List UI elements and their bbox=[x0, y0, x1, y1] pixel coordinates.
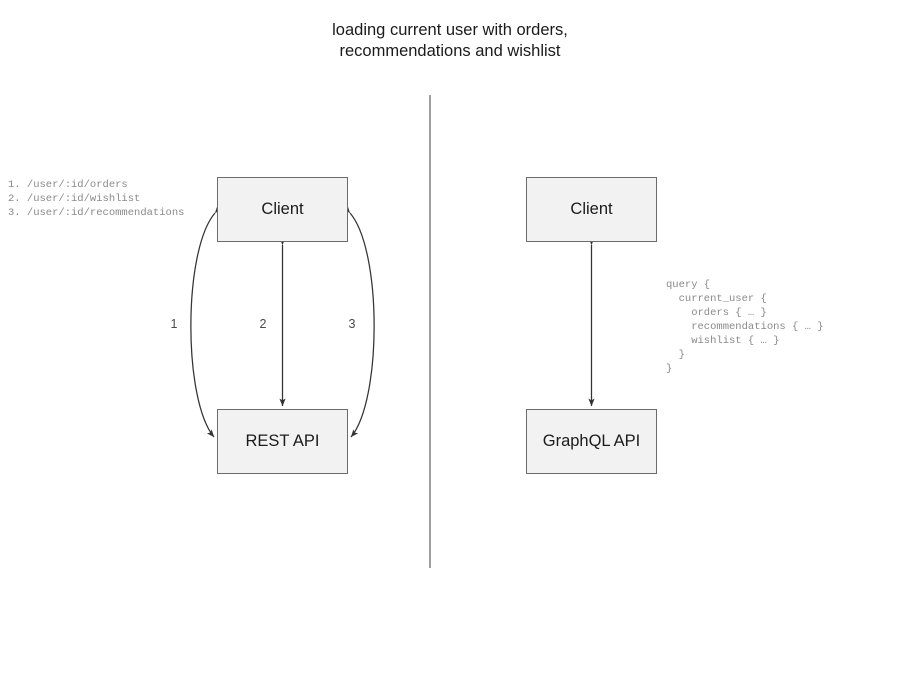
node-rest-api-label: REST API bbox=[245, 432, 320, 450]
edge-label-1: 1 bbox=[170, 317, 178, 331]
node-graphql-api[interactable]: GraphQL API bbox=[526, 409, 657, 474]
edge-3-path bbox=[342, 205, 375, 438]
graphql-query-block: query { current_user { orders { … } reco… bbox=[666, 279, 824, 375]
node-client-rest-label: Client bbox=[261, 200, 304, 218]
node-graphql-api-label: GraphQL API bbox=[542, 432, 641, 450]
edge-1-path bbox=[190, 205, 223, 438]
node-rest-api[interactable]: REST API bbox=[217, 409, 348, 474]
rest-endpoints-list: 1. /user/:id/orders 2. /user/:id/wishlis… bbox=[8, 179, 185, 219]
edge-label-2: 2 bbox=[259, 317, 267, 331]
edge-label-3: 3 bbox=[348, 317, 356, 331]
node-client-graphql-label: Client bbox=[570, 200, 613, 218]
diagram-title: loading current user with orders, recomm… bbox=[332, 21, 568, 60]
node-client-graphql[interactable]: Client bbox=[526, 177, 657, 242]
node-client-rest[interactable]: Client bbox=[217, 177, 348, 242]
